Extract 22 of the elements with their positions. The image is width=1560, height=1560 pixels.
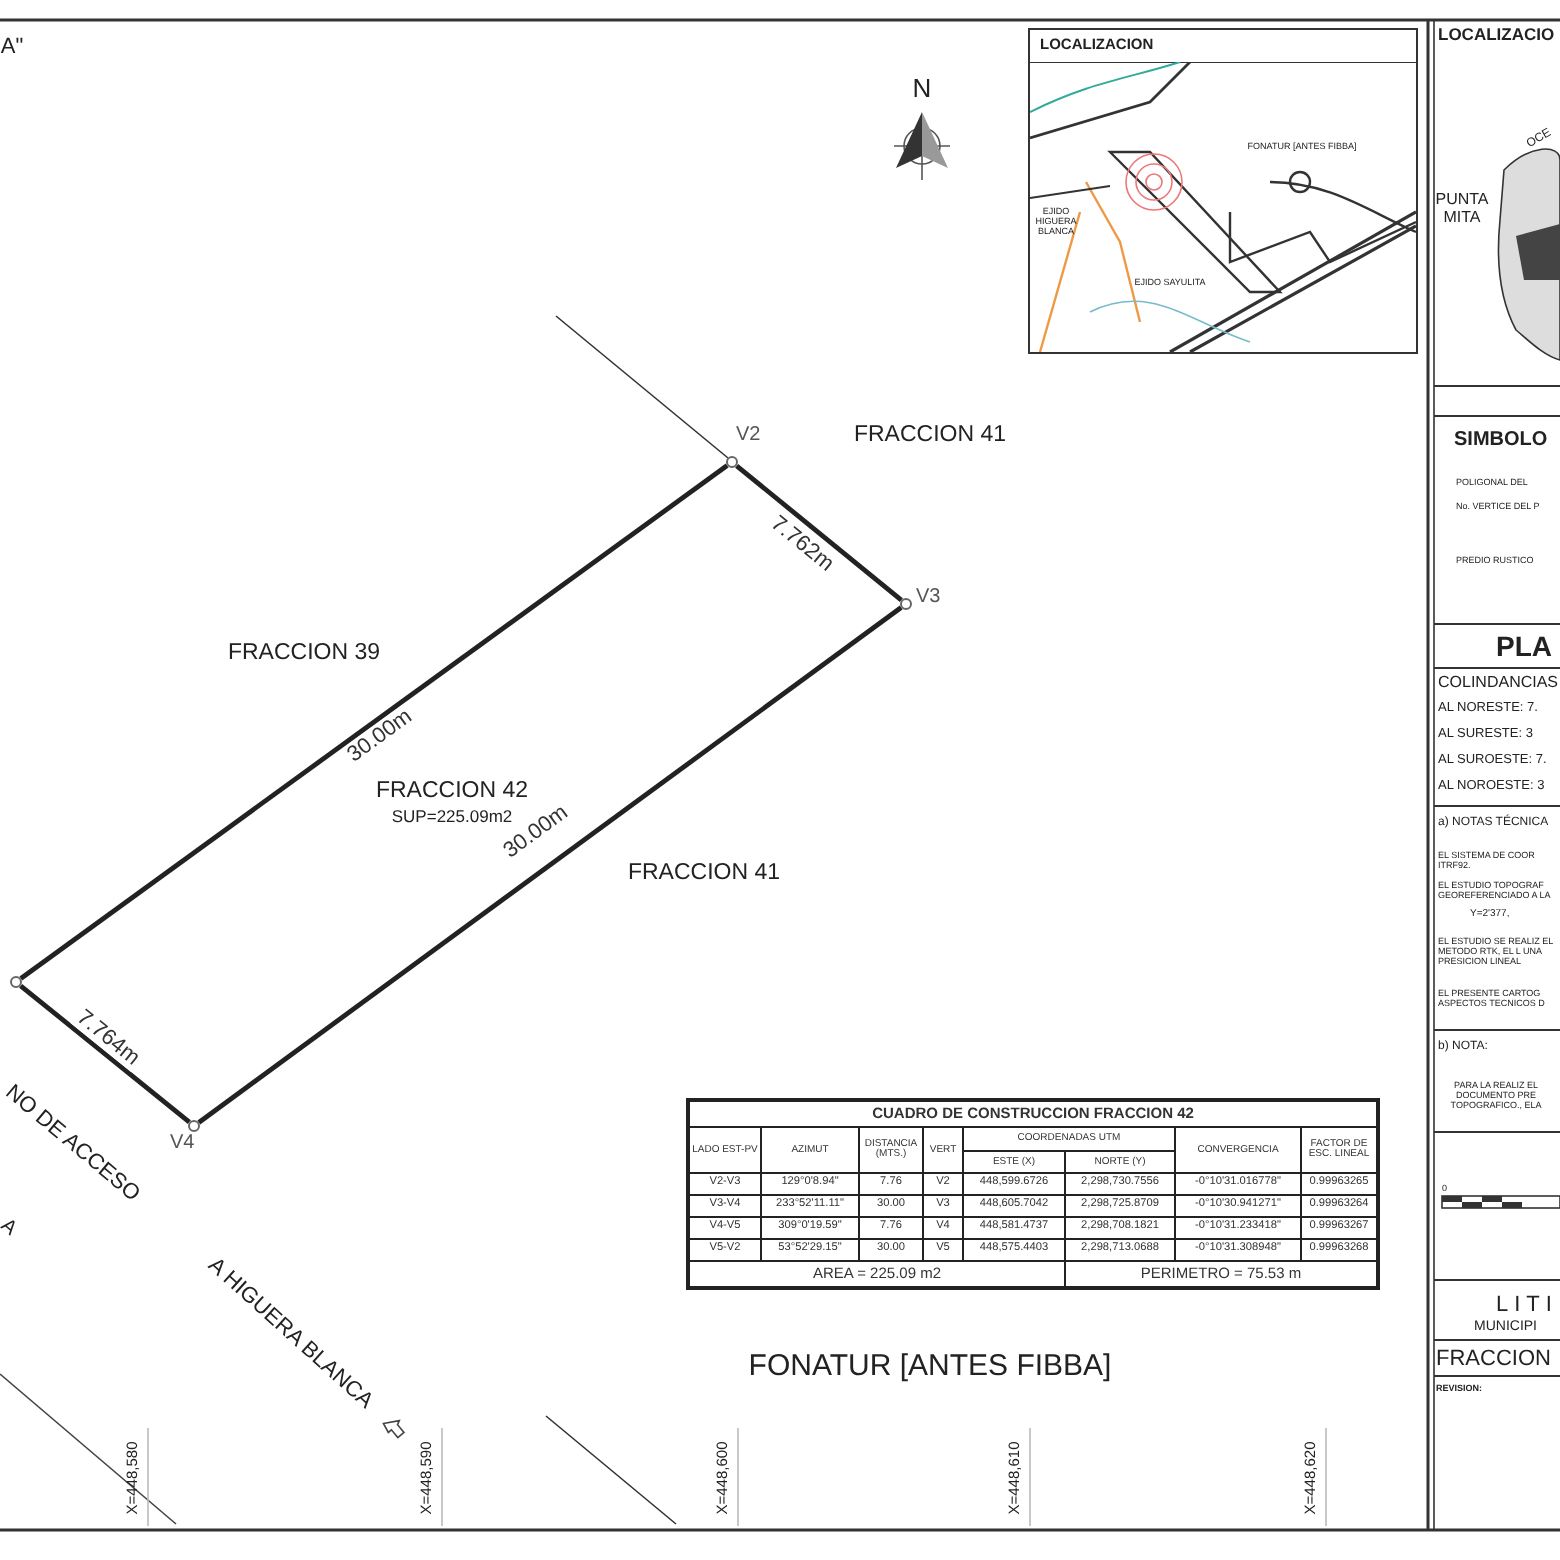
map-label: PUNTA MITA bbox=[1434, 189, 1490, 227]
vertex-point bbox=[10, 976, 22, 988]
parcel-boundary-line bbox=[19, 983, 191, 1125]
vertex-label: V3 bbox=[916, 586, 941, 608]
parcel-boundary-line bbox=[197, 605, 903, 1125]
panel-heading: LOCALIZACIO bbox=[1438, 26, 1555, 46]
title-text: FRACCION bbox=[1436, 1347, 1551, 1373]
parcel-label: FRACCION 41 bbox=[853, 422, 1007, 450]
parcel-boundary-line bbox=[19, 463, 729, 981]
vertex-label: V2 bbox=[736, 424, 761, 446]
parcel-label: FONATUR [ANTES FIBBA] bbox=[748, 1348, 1112, 1384]
title-text: LITI bbox=[1496, 1293, 1558, 1319]
road-label: A bbox=[0, 1214, 21, 1242]
north-label: N bbox=[912, 75, 932, 105]
sheet-title-fragment: A" bbox=[0, 35, 24, 61]
parcel-label: FRACCION 41 bbox=[627, 860, 781, 888]
parcel-boundary-line bbox=[735, 463, 903, 603]
section-heading: COLINDANCIAS bbox=[1438, 672, 1559, 692]
panel-heading: SIMBOLO bbox=[1454, 428, 1548, 452]
parcel-label: FRACCION 39 bbox=[227, 640, 381, 668]
vertex-label: V4 bbox=[170, 1132, 195, 1154]
panel-heading: PLA bbox=[1496, 629, 1552, 663]
